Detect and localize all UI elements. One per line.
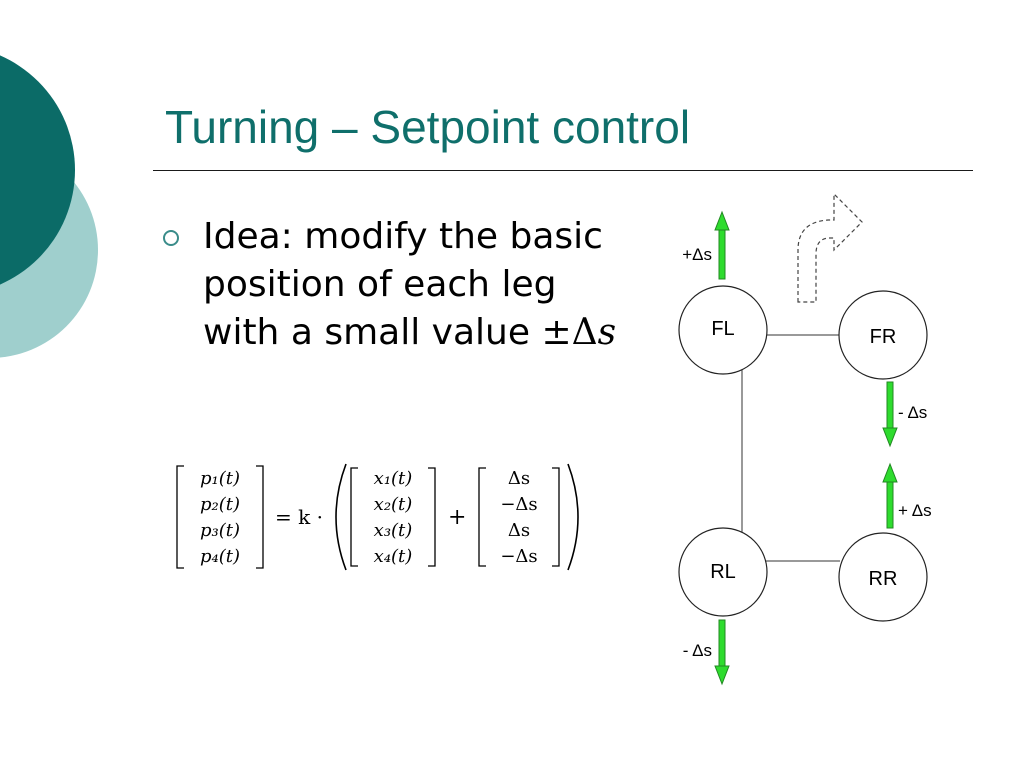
fr-down-arrow-icon <box>882 381 898 448</box>
bullet-math: ±Δs <box>541 312 616 353</box>
rl-delta-label: - Δs <box>683 641 712 660</box>
delta-entry: −Δs <box>500 494 537 515</box>
setpoint-equation: p₁(t) p₂(t) p₃(t) p₄(t) = k · x₁(t) x₂(t… <box>176 463 579 571</box>
lhs-right-bracket <box>256 465 264 569</box>
rl-down-arrow-icon <box>714 619 730 686</box>
fr-delta-label: - Δs <box>898 403 927 422</box>
bullet-math-var: s <box>597 312 617 353</box>
plus-operator: + <box>448 505 466 530</box>
fl-delta-label: +Δs <box>682 245 712 264</box>
x-entry: x₄(t) <box>374 546 413 567</box>
equals-k-dot: = k · <box>275 505 323 529</box>
leg-rr-circle <box>838 532 928 622</box>
turn-right-arrow-icon <box>797 192 863 303</box>
lhs-entry: p₄(t) <box>200 546 240 567</box>
leg-diagram: FL FR RL RR +Δs - Δs + Δs - Δs <box>678 192 932 686</box>
leg-fl-circle <box>678 285 768 375</box>
x-entry: x₂(t) <box>374 494 413 515</box>
title-divider <box>153 170 973 171</box>
delta-entry: Δs <box>508 468 530 489</box>
x-entry: x₃(t) <box>374 520 413 541</box>
lhs-entry: p₂(t) <box>200 494 240 515</box>
right-parenthesis <box>567 463 579 571</box>
slide-title: Turning – Setpoint control <box>165 101 691 153</box>
leg-rr-label: RR <box>869 568 898 590</box>
lhs-entry: p₃(t) <box>200 520 240 541</box>
bullet-text: Idea: modify the basic position of each … <box>203 213 623 357</box>
bullet-math-symbol: ±Δ <box>541 312 598 353</box>
left-parenthesis <box>335 463 347 571</box>
rr-delta-label: + Δs <box>898 501 932 520</box>
delta-entry: −Δs <box>500 546 537 567</box>
rr-up-arrow-icon <box>882 462 898 529</box>
x-left-bracket <box>350 467 358 567</box>
decorative-circles <box>0 55 98 358</box>
x-entry: x₁(t) <box>374 468 413 489</box>
delta-entry: Δs <box>508 520 530 541</box>
lhs-entry: p₁(t) <box>200 468 240 489</box>
leg-rl-circle <box>678 527 768 617</box>
leg-rl-label: RL <box>710 561 736 583</box>
fl-up-arrow-icon <box>714 210 730 280</box>
delta-right-bracket <box>552 467 560 567</box>
x-right-bracket <box>428 467 436 567</box>
lhs-left-bracket <box>176 465 184 569</box>
bullet-sentence: Idea: modify the basic position of each … <box>203 216 603 353</box>
dark-teal-circle <box>0 55 75 285</box>
bullet-circle-icon <box>163 230 179 246</box>
leg-fl-label: FL <box>711 318 734 340</box>
leg-fr-circle <box>838 290 928 380</box>
delta-left-bracket <box>478 467 486 567</box>
leg-fr-label: FR <box>870 326 897 348</box>
